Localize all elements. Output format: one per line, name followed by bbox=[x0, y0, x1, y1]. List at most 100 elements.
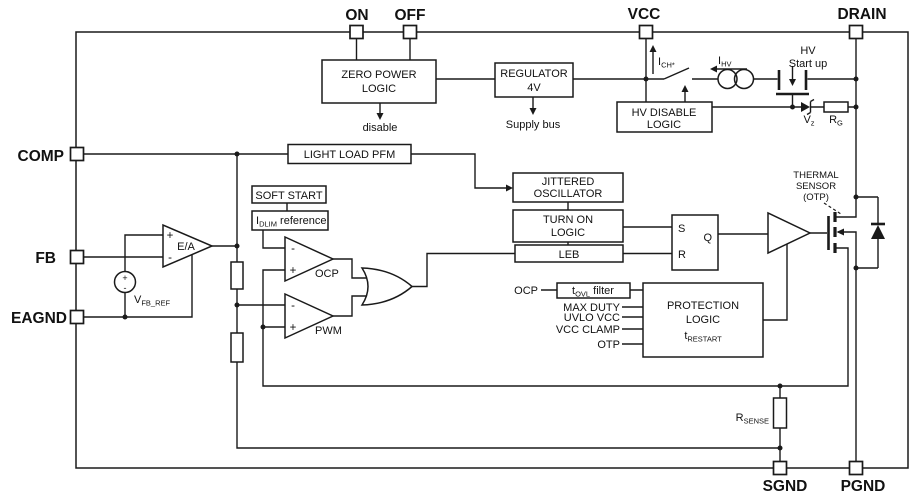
ich-label: ICH* bbox=[658, 56, 675, 70]
latch-s-label: S bbox=[678, 223, 685, 235]
hv-startup-label-1: HV bbox=[800, 45, 816, 57]
pin-label-sgnd: SGND bbox=[763, 478, 808, 495]
arrow-up-icon bbox=[649, 45, 657, 52]
junction-dots bbox=[122, 76, 859, 451]
pin-label-drain: DRAIN bbox=[837, 6, 886, 23]
ihv-label: IHV bbox=[718, 55, 731, 69]
hv-startup-label-2: Start up bbox=[789, 58, 828, 70]
block-tovl-filter bbox=[556, 282, 631, 299]
prot-input-vcc-clamp: VCC CLAMP bbox=[556, 324, 620, 336]
body-diode bbox=[871, 222, 885, 239]
arrow-down-icon bbox=[789, 79, 796, 86]
wire-latch bbox=[623, 226, 768, 255]
ea-label: E/A bbox=[177, 241, 195, 253]
resistor-rsense bbox=[772, 397, 788, 429]
pwm-label: PWM bbox=[315, 325, 342, 337]
supply-bus-label: Supply bus bbox=[506, 119, 561, 131]
ocp-comparator bbox=[284, 235, 335, 283]
pin-label-comp: COMP bbox=[18, 148, 65, 165]
block-turn-on-logic bbox=[512, 209, 624, 243]
thermal-sensor-label-2: SENSOR bbox=[796, 181, 836, 192]
junction-dot bbox=[234, 151, 240, 157]
turn-on-logic-label-1: TURN ON bbox=[543, 214, 593, 226]
block-protection-logic bbox=[642, 282, 764, 358]
protection-trestart-label: tRESTART bbox=[684, 330, 722, 344]
prot-input-max-duty: MAX DUTY bbox=[563, 302, 621, 314]
power-mosfet bbox=[827, 212, 844, 253]
arrow-down-icon bbox=[376, 113, 384, 120]
wire-comp-line bbox=[83, 153, 508, 246]
soft-start-label: SOFT START bbox=[255, 190, 323, 202]
pin-square-drain bbox=[848, 24, 864, 40]
tovl-filter-label: tOVL filter bbox=[572, 285, 614, 299]
ea-plus: + bbox=[167, 230, 174, 242]
arrow-right-icon bbox=[506, 184, 513, 192]
protection-label-1: PROTECTION bbox=[667, 300, 739, 312]
pin-label-vcc: VCC bbox=[628, 6, 661, 23]
junction-dot bbox=[853, 104, 859, 110]
pin-square-comp bbox=[69, 146, 85, 162]
thermal-sensor-pointer bbox=[823, 202, 842, 215]
thermal-sensor-label-1: THERMAL bbox=[793, 170, 838, 181]
pin-square-on bbox=[349, 24, 364, 40]
pin-square-sgnd bbox=[772, 460, 788, 476]
vz-label: Vz bbox=[803, 114, 814, 128]
pwm-minus: - bbox=[291, 300, 295, 312]
pin-square-vcc bbox=[638, 24, 654, 40]
pin-square-pgnd bbox=[848, 460, 864, 476]
prot-input-otp: OTP bbox=[597, 339, 620, 351]
ocp-label: OCP bbox=[315, 268, 339, 280]
latch-q-label: Q bbox=[703, 232, 712, 244]
zpl-label-1: ZERO POWER bbox=[341, 69, 416, 81]
block-regulator bbox=[494, 62, 574, 98]
regulator-label-1: REGULATOR bbox=[500, 68, 567, 80]
wire-comparator-inputs bbox=[237, 247, 849, 387]
vfbref-label: VFB_REF bbox=[134, 294, 171, 308]
pin-label-eagnd: EAGND bbox=[11, 310, 67, 327]
wire-protection bbox=[541, 244, 788, 345]
jittered-osc-label-2: OSCILLATOR bbox=[534, 188, 603, 200]
wire-comparator-outputs bbox=[333, 258, 368, 317]
block-leb bbox=[514, 244, 624, 263]
pin-label-off: OFF bbox=[395, 7, 426, 24]
block-jittered-oscillator bbox=[512, 172, 624, 203]
ihv-current-source bbox=[733, 68, 755, 90]
pwm-plus: + bbox=[290, 322, 297, 334]
switch-blade bbox=[663, 67, 690, 80]
disable-label: disable bbox=[363, 122, 398, 134]
sr-latch bbox=[671, 214, 719, 271]
pin-square-eagnd bbox=[69, 309, 85, 325]
junction-dot bbox=[777, 445, 783, 451]
junction-dot bbox=[234, 302, 240, 308]
prot-input-ocp: OCP bbox=[514, 285, 538, 297]
vfbref-source bbox=[113, 270, 137, 294]
arrow-down-icon bbox=[529, 108, 537, 115]
latch-r-label: R bbox=[678, 249, 686, 261]
hv-disable-label-2: LOGIC bbox=[647, 119, 681, 131]
leb-label: LEB bbox=[559, 249, 580, 261]
zener-vz bbox=[801, 98, 815, 116]
ea-minus: - bbox=[168, 252, 172, 264]
junction-dot bbox=[790, 104, 795, 110]
error-amp bbox=[162, 223, 214, 269]
jittered-osc-label-1: JITTERED bbox=[542, 176, 595, 188]
wire-softstart-idlim bbox=[262, 203, 288, 249]
gate-driver bbox=[767, 211, 812, 255]
pin-square-fb bbox=[69, 249, 85, 265]
regulator-label-2: 4V bbox=[527, 82, 541, 94]
zpl-label-2: LOGIC bbox=[362, 83, 396, 95]
junction-dot bbox=[853, 265, 859, 271]
turn-on-logic-label-2: LOGIC bbox=[551, 227, 585, 239]
pin-square-off bbox=[402, 24, 418, 40]
junction-dot bbox=[234, 243, 240, 249]
pwm-comparator bbox=[284, 292, 335, 340]
divider-resistor-bottom bbox=[230, 332, 244, 363]
rsense-label: RSENSE bbox=[736, 412, 769, 426]
block-soft-start bbox=[251, 185, 327, 204]
hv-startup-fet bbox=[776, 66, 809, 107]
block-light-load-pfm bbox=[287, 143, 412, 165]
junction-dot bbox=[643, 76, 649, 82]
block-zero-power-logic bbox=[321, 59, 437, 104]
wire-supply-rail bbox=[436, 38, 857, 218]
